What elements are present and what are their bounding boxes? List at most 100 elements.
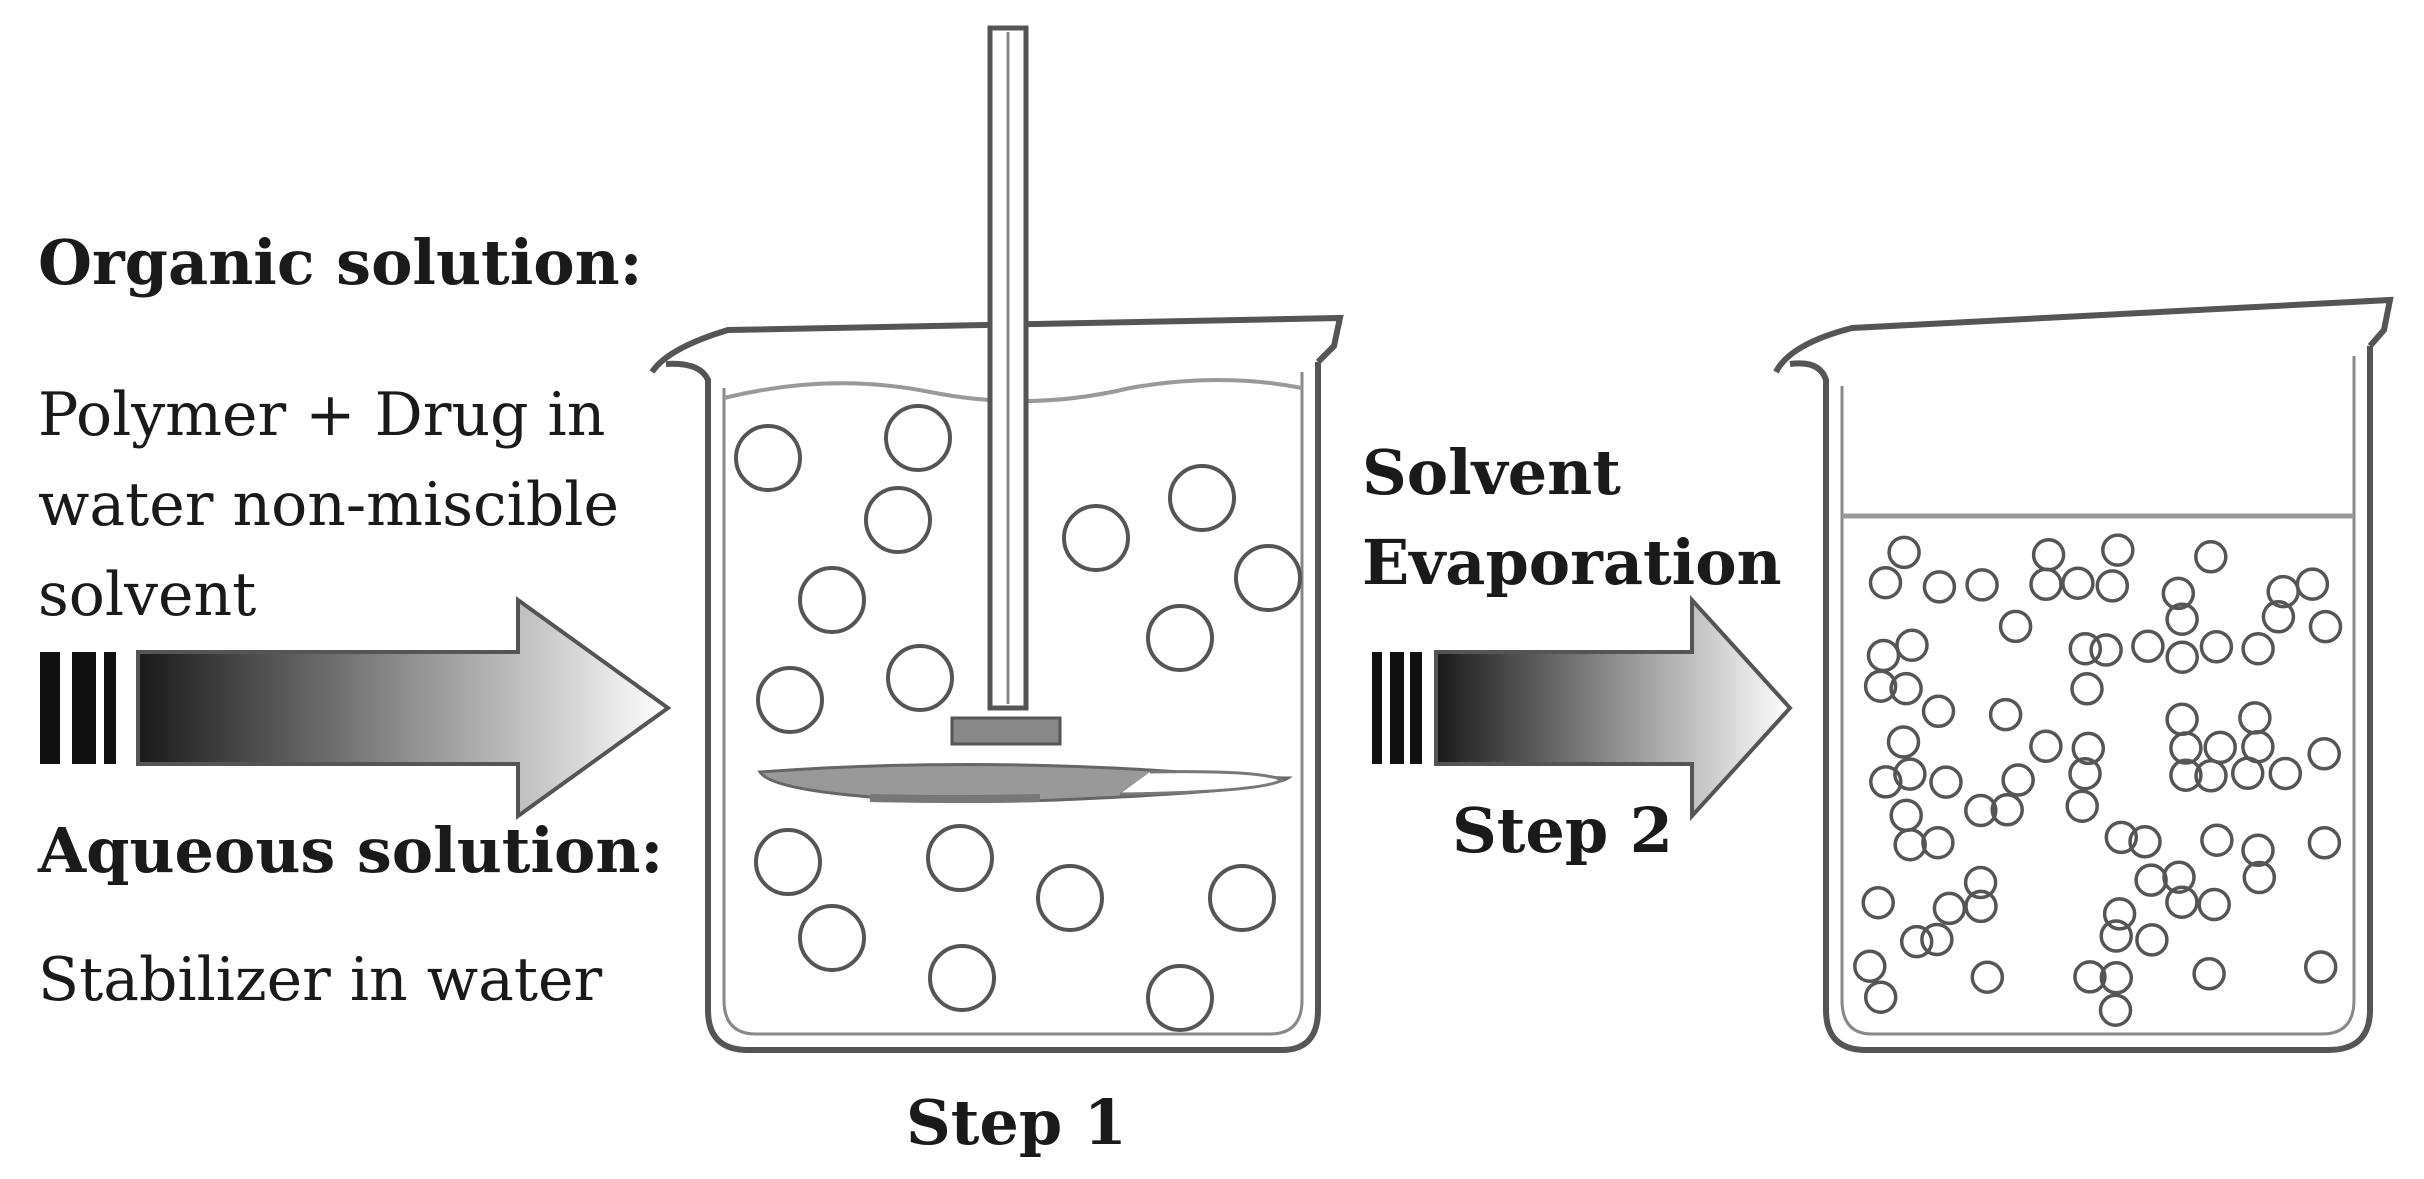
nanoparticle	[1886, 725, 1921, 759]
nanoparticle	[2241, 631, 2275, 666]
droplet	[1146, 964, 1214, 1032]
nanoparticle	[1965, 568, 1999, 602]
nanoparticle	[1929, 765, 1963, 799]
nanoparticle	[2241, 833, 2275, 868]
nanoparticle	[2165, 885, 2199, 919]
nanoparticle	[2099, 919, 2133, 953]
nanoparticle	[2104, 820, 2139, 855]
beaker-2-nanoparticles	[1853, 533, 2343, 1027]
nanoparticle	[1921, 825, 1955, 860]
nanoparticle	[1893, 827, 1927, 862]
nanoparticle	[2165, 702, 2199, 737]
nanoparticle	[2134, 863, 2168, 897]
nanoparticle	[1863, 980, 1898, 1014]
nanoparticle	[2128, 825, 2162, 859]
nanoparticle	[2230, 756, 2265, 791]
nanoparticle	[2199, 630, 2234, 664]
nanoparticle	[2200, 823, 2234, 857]
beaker-2	[1773, 296, 2394, 1053]
nanoparticle	[2165, 602, 2199, 636]
nanoparticle	[1998, 609, 2033, 644]
nanoparticle	[1922, 570, 1957, 604]
nanoparticle	[2194, 759, 2228, 793]
arrow-1-stripe	[104, 652, 116, 764]
droplet	[1146, 604, 1214, 672]
nanoparticle	[2135, 923, 2169, 957]
nanoparticle	[1868, 565, 1903, 600]
organic-solution-description: Polymer + Drug in water non-miscible sol…	[38, 380, 619, 630]
nanoparticle	[2242, 860, 2277, 895]
stirrer	[757, 25, 1293, 804]
nanoparticle	[1889, 798, 1923, 833]
beaker-1-body	[665, 360, 1321, 1053]
nanoparticle	[2162, 860, 2196, 894]
droplet	[1208, 864, 1276, 932]
nanoparticle	[2070, 672, 2104, 706]
arrow-1-stripe	[40, 652, 60, 764]
droplet	[1234, 544, 1302, 612]
arrow-2-stripe	[1410, 652, 1422, 764]
nanoparticle	[2308, 609, 2343, 644]
beaker-1-inner-wall	[722, 372, 1304, 1036]
nanoparticle	[2165, 640, 2199, 674]
nanoparticle	[2102, 897, 2137, 931]
nanoparticle	[2068, 631, 2103, 666]
nanoparticle	[2197, 887, 2231, 922]
nanoparticle	[1889, 671, 1923, 706]
nanoparticle	[1895, 628, 1929, 663]
nanoparticle	[2071, 731, 2106, 766]
droplet	[798, 566, 866, 634]
arrow-2-stripe	[1372, 652, 1382, 764]
nanoparticle	[2031, 538, 2066, 572]
nanoparticle	[2065, 789, 2099, 823]
droplet	[756, 666, 824, 734]
droplet	[864, 486, 932, 554]
nanoparticle	[2001, 763, 2035, 797]
nanoparticle	[2307, 737, 2341, 771]
nanoparticle	[1964, 793, 1998, 828]
arrow-2-stripe	[1390, 652, 1404, 764]
nanoparticle	[2029, 729, 2063, 764]
nanoparticle	[2029, 567, 2063, 602]
arrow-1	[40, 596, 672, 820]
nanoparticle	[2194, 540, 2228, 574]
droplet	[886, 644, 954, 712]
nanoparticle	[2098, 993, 2133, 1027]
nanoparticle	[1861, 885, 1895, 920]
step-1-label: Step 1	[906, 1086, 1127, 1159]
nanoparticle	[2169, 758, 2203, 792]
nanoparticle	[2095, 569, 2130, 603]
nanoparticle	[1990, 793, 2024, 827]
arrow-1-stripe	[72, 652, 96, 764]
nanoparticle	[1899, 924, 1934, 959]
aqueous-solution-description: Stabilizer in water	[38, 945, 603, 1015]
stirrer-head	[950, 716, 1062, 746]
nanoparticle	[1932, 891, 1967, 926]
nanoparticle	[1853, 949, 1887, 983]
nanoparticle	[2268, 756, 2303, 791]
nanoparticle	[1921, 694, 1956, 729]
nanoparticle	[2073, 960, 2107, 994]
arrow-2-body	[1434, 594, 1793, 822]
droplet	[884, 404, 952, 472]
nanoparticle	[2203, 730, 2237, 765]
droplet	[1168, 464, 1236, 532]
nanoparticle	[1970, 960, 2005, 994]
step-2-label: Step 2	[1452, 794, 1673, 867]
beaker-2-body	[1789, 346, 2373, 1053]
nanoparticle	[1964, 889, 1998, 924]
droplet	[1036, 864, 1104, 932]
nanoparticle	[1988, 697, 2023, 732]
nanoparticle	[2099, 961, 2134, 995]
nanoparticle	[2303, 950, 2338, 984]
droplet	[926, 824, 994, 892]
droplet	[798, 904, 866, 972]
nanoparticle	[1866, 638, 1901, 673]
nanoparticle	[2061, 566, 2095, 600]
droplet	[1062, 504, 1130, 572]
nanoparticle	[2307, 826, 2342, 860]
nanoparticle	[1869, 765, 1903, 799]
nanoparticle	[1887, 535, 1921, 570]
beaker-1-droplets	[734, 404, 1302, 1032]
